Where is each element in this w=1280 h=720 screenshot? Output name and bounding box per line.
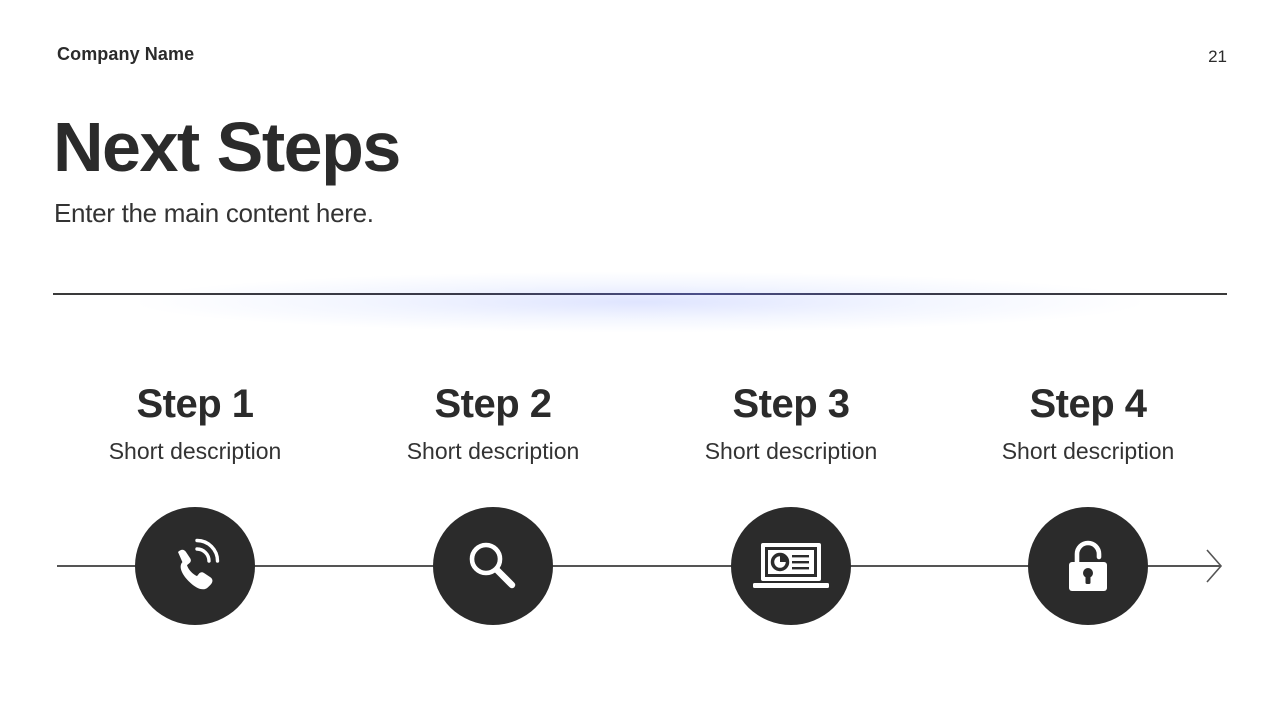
- page-subtitle: Enter the main content here.: [54, 198, 374, 228]
- step-description: Short description: [108, 438, 282, 464]
- step-1-circle: [135, 507, 255, 625]
- search-icon: [469, 542, 516, 589]
- divider-glow: [140, 272, 1140, 332]
- step-2: Step 2 Short description: [373, 381, 613, 465]
- step-description: Short description: [704, 438, 878, 464]
- phone-icon: [178, 538, 220, 590]
- page-number: 21: [1208, 47, 1227, 66]
- step-title: Step 1: [136, 382, 254, 426]
- step-2-circle: [433, 507, 553, 625]
- step-4-circle: [1028, 507, 1148, 625]
- step-3-circle: [731, 507, 851, 625]
- step-title: Step 2: [434, 382, 552, 426]
- step-description: Short description: [1001, 438, 1175, 464]
- laptop-icon: [753, 543, 829, 588]
- timeline-line: [57, 565, 1220, 567]
- company-name: Company Name: [57, 44, 195, 64]
- step-title: Step 3: [732, 382, 850, 426]
- step-title: Step 4: [1029, 382, 1147, 426]
- step-1: Step 1 Short description: [75, 381, 315, 465]
- divider-line: [53, 293, 1227, 295]
- step-4: Step 4 Short description: [968, 381, 1208, 465]
- step-description: Short description: [406, 438, 580, 464]
- lock-icon: [1069, 540, 1107, 591]
- step-3: Step 3 Short description: [671, 381, 911, 465]
- timeline-arrow-icon: [1206, 549, 1223, 583]
- page-title: Next Steps: [53, 108, 401, 186]
